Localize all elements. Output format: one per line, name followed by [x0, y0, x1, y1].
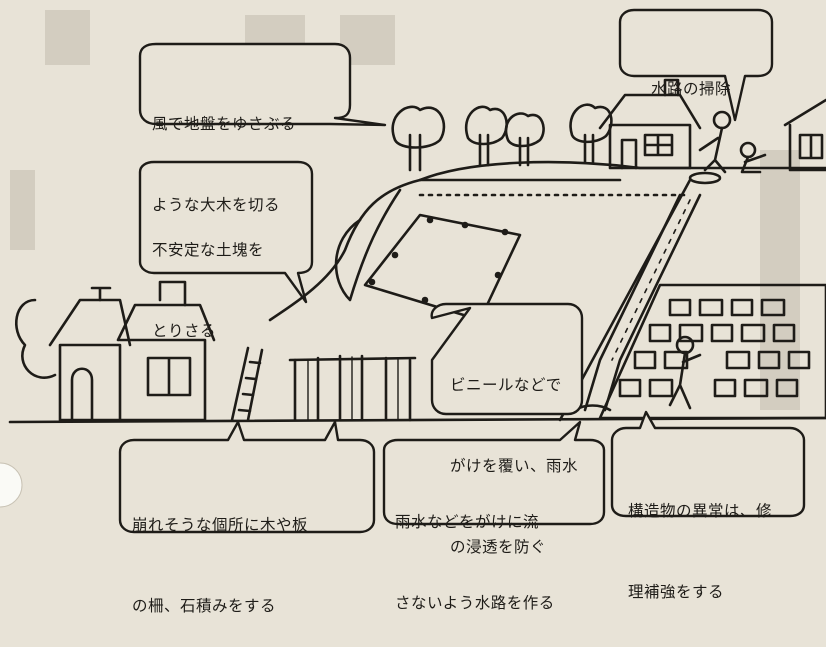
stone-wall — [598, 283, 826, 420]
hill-top — [418, 160, 826, 182]
remove-soil-bubble — [138, 160, 314, 304]
waterway-line1: 雨水などをがけに流 — [395, 513, 540, 531]
right-house — [783, 98, 826, 172]
drainage-cleaning-text: 水路の掃除 — [651, 22, 731, 130]
cleaning-workers — [688, 110, 767, 185]
cut-trees-bubble — [138, 42, 387, 127]
remove-soil-line1: 不安定な土塊を — [152, 241, 265, 259]
waterway-bubble — [382, 420, 606, 526]
cut-trees-text: 風で地盤をゆさぶる ような大木を切る — [152, 57, 296, 246]
illustration — [0, 8, 826, 534]
fence-stone-line2: の柵、石積みをする — [132, 597, 277, 615]
hill-trees — [334, 103, 613, 302]
cliff-slope — [268, 178, 622, 322]
left-house — [15, 280, 216, 422]
cut-trees-line2: ような大木を切る — [152, 196, 281, 214]
vinyl-cover-line1: ビニールなどで — [450, 376, 562, 394]
fence-stone-bubble — [118, 420, 376, 534]
hilltop-house — [598, 78, 702, 170]
wooden-fence — [288, 354, 417, 422]
callout-bubbles — [118, 8, 806, 534]
waterway-line2: さないよう水路を作る — [395, 594, 555, 612]
structure-repair-text: 構造物の異常は、修 理補強をする — [628, 444, 772, 633]
remove-soil-text: 不安定な土塊を とりさる — [152, 183, 264, 372]
wall-worker — [668, 335, 702, 410]
structure-repair-line2: 理補強をする — [628, 583, 725, 601]
fence-stone-line1: 崩れそうな個所に木や板 — [132, 516, 309, 534]
remove-soil-line2: とりさる — [152, 322, 217, 340]
cut-trees-line1: 風で地盤をゆさぶる — [152, 115, 297, 133]
waterway-text: 雨水などをがけに流 さないよう水路を作る — [395, 455, 555, 644]
fence-stone-text: 崩れそうな個所に木や板 の柵、石積みをする — [132, 458, 308, 647]
vinyl-cover-line2: がけを覆い、雨水 — [450, 457, 579, 475]
hole-punch — [0, 462, 23, 508]
structure-repair-bubble — [610, 410, 806, 518]
drainage-cleaning-bubble — [618, 8, 774, 122]
ladder — [230, 346, 264, 422]
drainage-cleaning-line1: 水路の掃除 — [651, 80, 732, 98]
structure-repair-line1: 構造物の異常は、修 — [628, 502, 773, 520]
vinyl-cover-bubble — [430, 302, 584, 416]
